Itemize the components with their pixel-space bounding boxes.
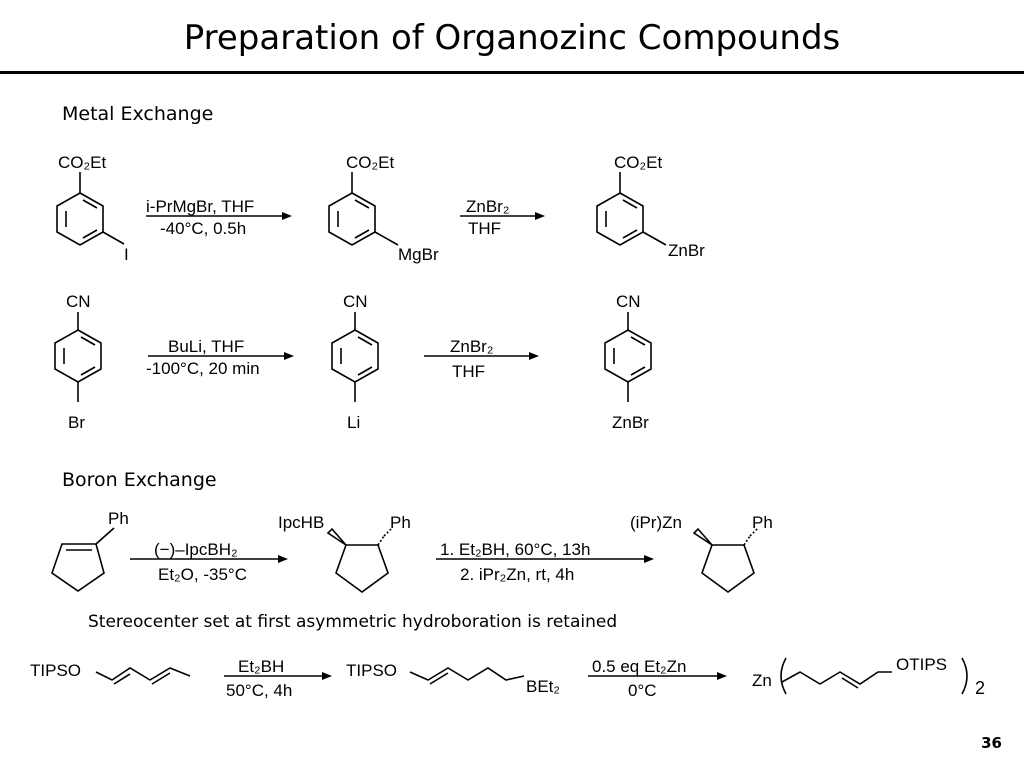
substituent-label: IpcHB: [278, 513, 324, 532]
reagent-label: (−)–IpcBH₂: [154, 540, 238, 559]
molecule-dialkylzinc: Zn OTIPS 2: [752, 655, 985, 698]
molecule-ethyl-3-iodobenzoate: CO₂Et I: [56, 153, 129, 264]
condition-label: THF: [468, 219, 501, 238]
benzene-ring: [54, 329, 102, 383]
molecule-4-cyanophenylzinc-bromide: CN ZnBr: [604, 292, 652, 432]
substituent-label: Ph: [390, 513, 411, 532]
arrowhead: [322, 672, 332, 680]
arrowhead: [644, 555, 654, 563]
benzene-ring: [331, 329, 379, 383]
substituent-label: BEt₂: [526, 677, 560, 696]
molecule-alkylzinc: (iPr)Zn Ph: [630, 513, 773, 593]
substituent-label: Ph: [108, 509, 129, 528]
molecule-tipso-diene: TIPSO: [30, 661, 191, 685]
reagent-label: ZnBr₂: [450, 337, 493, 356]
condition-label: -40°C, 0.5h: [160, 219, 246, 238]
substituent-label: CO₂Et: [614, 153, 662, 172]
reagent-label: Et₂BH: [238, 657, 284, 676]
wedge-bond: [692, 527, 713, 546]
reaction-3: Ph (−)–IpcBH₂ Et₂O, -35°C IpcHB Ph 1. Et…: [51, 509, 773, 593]
substituent-label: Zn: [752, 671, 772, 690]
arrowhead: [282, 212, 292, 220]
substituent-label: CO₂Et: [346, 153, 394, 172]
substituent-label: MgBr: [398, 245, 439, 264]
title-underline: [0, 71, 1024, 74]
cyclopentane-ring: [701, 544, 755, 593]
reagent-label: ZnBr₂: [466, 197, 509, 216]
arrowhead: [284, 352, 294, 360]
benzene-ring: [596, 192, 644, 246]
molecule-arylzinc-bromide: CO₂Et ZnBr: [596, 153, 705, 260]
arrowhead: [529, 352, 539, 360]
substituent-label: I: [124, 245, 129, 264]
molecule-4-bromobenzonitrile: CN Br: [54, 292, 102, 432]
left-parenthesis: [780, 657, 787, 695]
substituent-label: CN: [66, 292, 91, 311]
slide-title: Preparation of Organozinc Compounds: [183, 18, 841, 58]
condition-label: 2. iPr₂Zn, rt, 4h: [460, 565, 574, 584]
substituent-label: CO₂Et: [58, 153, 106, 172]
substituent-label: ZnBr: [668, 241, 705, 260]
substituent-label: ZnBr: [612, 413, 649, 432]
page-number: 36: [981, 734, 1002, 752]
substituent-label: OTIPS: [896, 655, 947, 674]
stereocenter-note: Stereocenter set at first asymmetric hyd…: [88, 612, 618, 632]
substituent-label: TIPSO: [30, 661, 81, 680]
benzene-ring: [56, 192, 104, 246]
molecule-tipso-alkylborane: TIPSO BEt₂: [346, 661, 560, 696]
condition-label: 0°C: [628, 681, 657, 700]
reaction-4: TIPSO Et₂BH 50°C, 4h TIPSO BEt₂ 0.5 eq E…: [30, 655, 985, 700]
molecule-1-phenylcyclopentene: Ph: [51, 509, 129, 592]
substituent-label: Li: [347, 413, 360, 432]
section-heading-boron-exchange: Boron Exchange: [62, 469, 217, 491]
reaction-1: CO₂Et I i-PrMgBr, THF -40°C, 0.5h CO₂Et …: [56, 153, 705, 264]
molecule-4-lithiobenzonitrile: CN Li: [331, 292, 379, 432]
molecule-aryl-grignard: CO₂Et MgBr: [328, 153, 439, 264]
benzene-ring: [604, 329, 652, 383]
reagent-label: i-PrMgBr, THF: [146, 197, 254, 216]
subscript-label: 2: [975, 678, 985, 698]
substituent-label: CN: [616, 292, 641, 311]
cyclopentane-ring: [335, 544, 389, 593]
wedge-bond: [326, 527, 347, 546]
reagent-label: 0.5 eq Et₂Zn: [592, 657, 687, 676]
section-heading-metal-exchange: Metal Exchange: [62, 103, 214, 125]
arrowhead: [278, 555, 288, 563]
substituent-label: Ph: [752, 513, 773, 532]
molecule-alkylborane: IpcHB Ph: [278, 513, 411, 593]
substituent-label: (iPr)Zn: [630, 513, 682, 532]
benzene-ring: [328, 192, 376, 246]
reagent-label: BuLi, THF: [168, 337, 244, 356]
condition-label: 50°C, 4h: [226, 681, 292, 700]
substituent-label: TIPSO: [346, 661, 397, 680]
substituent-label: Br: [68, 413, 85, 432]
right-parenthesis: [961, 657, 968, 695]
condition-label: Et₂O, -35°C: [158, 565, 247, 584]
reaction-2: CN Br BuLi, THF -100°C, 20 min CN Li ZnB…: [54, 292, 652, 432]
condition-label: THF: [452, 362, 485, 381]
arrowhead: [535, 212, 545, 220]
reagent-label: 1. Et₂BH, 60°C, 13h: [440, 540, 590, 559]
condition-label: -100°C, 20 min: [146, 359, 260, 378]
cyclopentene-ring: [51, 543, 105, 592]
substituent-label: CN: [343, 292, 368, 311]
arrowhead: [717, 672, 727, 680]
